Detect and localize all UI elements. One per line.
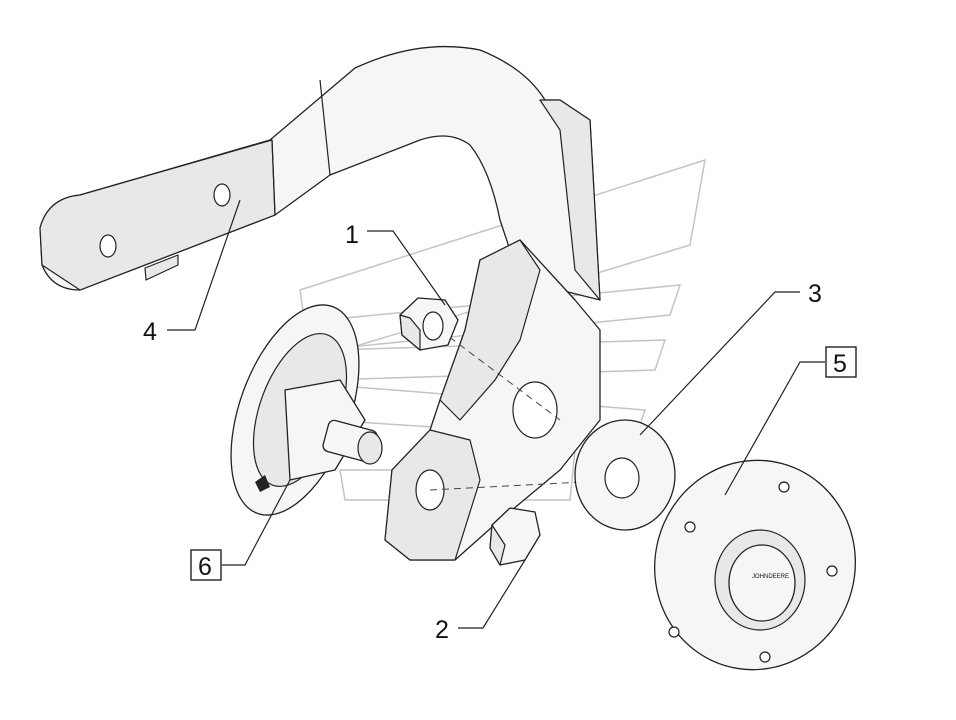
- callout-6-box: [190, 549, 222, 581]
- callout-6: 6: [198, 553, 212, 581]
- leader-3: [639, 291, 800, 436]
- callout-4: 4: [143, 318, 157, 346]
- hub-flange-part-5: JOHNDEERE: [654, 459, 856, 671]
- hub-assembly-part-6: [230, 304, 383, 516]
- leader-6: [222, 479, 291, 566]
- hub-label-text: JOHNDEERE: [752, 574, 789, 580]
- callout-5-box: [825, 346, 857, 378]
- leader-2: [458, 559, 526, 629]
- callout-3: 3: [808, 280, 822, 308]
- caster-housing: [384, 239, 601, 561]
- nut-part-2: [489, 507, 541, 566]
- hex-nut-part-1: [399, 297, 459, 351]
- leader-1: [367, 230, 446, 306]
- assembly-axis-1: [439, 329, 561, 421]
- callout-1: 1: [345, 221, 359, 249]
- washer-part-3: [574, 419, 676, 531]
- leader-4: [167, 199, 241, 331]
- leader-5: [724, 361, 825, 496]
- callout-5: 5: [833, 350, 847, 378]
- callout-2: 2: [435, 616, 449, 644]
- bracket-arm-part-4: [39, 45, 601, 301]
